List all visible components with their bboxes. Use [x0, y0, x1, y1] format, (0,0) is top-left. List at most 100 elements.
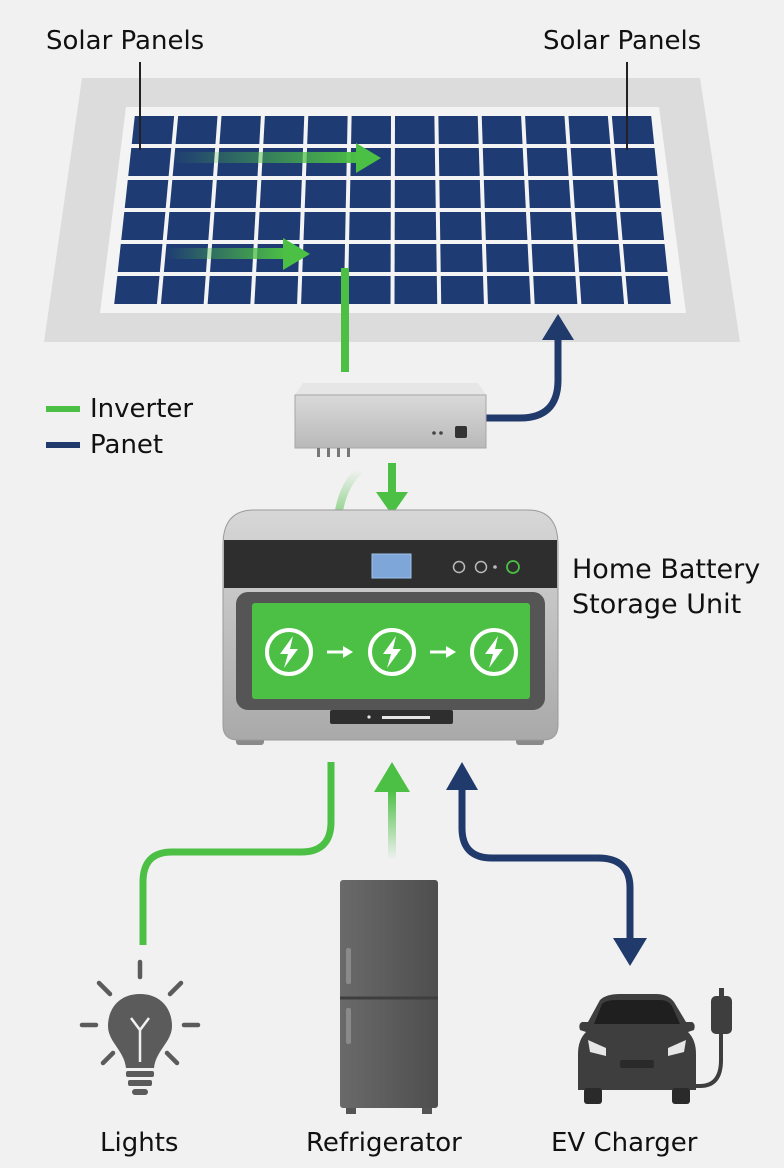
- battery-knob-1: [452, 560, 466, 574]
- solar-cell: [257, 212, 301, 240]
- solar-cell: [617, 180, 661, 208]
- battery-unit: [222, 509, 559, 745]
- solar-cell: [439, 180, 481, 208]
- refrigerator-icon: [340, 880, 438, 1114]
- legend-label-panet: Panet: [90, 430, 164, 460]
- fridge-lower-handle: [346, 1008, 351, 1044]
- solar-cell: [525, 116, 567, 144]
- solar-cell: [438, 116, 479, 144]
- solar-cell: [439, 212, 482, 240]
- solar-cell: [169, 180, 213, 208]
- solar-cell: [482, 148, 525, 176]
- panel-flow-arrow-top: [170, 143, 381, 173]
- solar-cell: [481, 116, 523, 144]
- flow-arrow-icon: [430, 646, 456, 658]
- solar-cell: [349, 212, 391, 240]
- solar-cell: [572, 180, 616, 208]
- solar-cell: [214, 180, 258, 208]
- battery-label-line1: Home Battery: [572, 554, 761, 585]
- solar-cell: [440, 276, 484, 304]
- battery-to-ev-arrowhead: [613, 938, 647, 966]
- solar-cell: [263, 116, 305, 144]
- solar-panel: [44, 78, 740, 342]
- solar-cell: [175, 116, 218, 144]
- inverter-to-panel-line: [486, 335, 562, 422]
- solar-cell: [611, 116, 655, 144]
- solar-cell: [219, 116, 261, 144]
- fridge-to-battery-arrowhead: [374, 762, 410, 792]
- inverter-to-battery-arrowhead-right: [376, 492, 408, 515]
- solar-cell: [531, 244, 576, 272]
- solar-cell: [254, 276, 299, 304]
- solar-cell: [301, 276, 345, 304]
- solar-cell: [394, 180, 436, 208]
- solar-cell: [577, 244, 622, 272]
- solar-cell: [259, 180, 302, 208]
- solar-cell: [394, 116, 435, 144]
- inverter-button-icon: [455, 426, 467, 438]
- solar-cell: [622, 244, 668, 272]
- solar-cell: [526, 148, 569, 176]
- lightning-bolt-icon: [265, 628, 313, 676]
- panel-to-inverter-line: [341, 268, 349, 372]
- solar-cell: [166, 212, 211, 240]
- solar-cell: [347, 276, 391, 304]
- solar-cell: [533, 276, 578, 304]
- inverter-to-battery-line: [388, 463, 396, 493]
- ev-to-battery-arrowhead: [446, 762, 478, 790]
- battery-display: [371, 553, 412, 579]
- solar-cell: [483, 180, 526, 208]
- solar-cell: [351, 116, 391, 144]
- legend-swatch-navy: [46, 442, 80, 448]
- solar-cell: [207, 276, 252, 304]
- refrigerator-label: Refrigerator: [306, 1128, 462, 1158]
- lights-label: Lights: [100, 1128, 179, 1158]
- solar-cell: [529, 212, 573, 240]
- solar-cell: [349, 180, 391, 208]
- panel-flow-arrow-bottom: [165, 238, 310, 270]
- solar-cell: [124, 180, 169, 208]
- legend-label-inverter: Inverter: [90, 394, 194, 424]
- solar-panels-label-right: Solar Panels: [543, 26, 702, 56]
- fridge-upper-handle: [346, 948, 351, 984]
- lightning-bolt-icon: [368, 628, 416, 676]
- light-bulb-icon: [79, 959, 201, 1095]
- solar-panels-label-left: Solar Panels: [46, 26, 205, 56]
- solar-cell: [570, 148, 614, 176]
- inverter-to-panel-arrowhead: [542, 314, 574, 340]
- solar-cell: [114, 276, 160, 304]
- ev-charger-label: EV Charger: [551, 1128, 698, 1158]
- solar-cell: [625, 276, 671, 304]
- solar-cell: [394, 148, 436, 176]
- ev-plug-icon: [690, 988, 732, 1088]
- battery-knob-2: [474, 560, 488, 574]
- solar-cell: [117, 244, 163, 272]
- legend-item-inverter: Inverter: [46, 394, 193, 424]
- solar-cell: [160, 276, 206, 304]
- solar-cell: [307, 116, 348, 144]
- solar-cell: [304, 180, 347, 208]
- solar-cell: [131, 116, 175, 144]
- legend-swatch-green: [46, 406, 80, 412]
- inverter-box: [294, 383, 487, 457]
- solar-cell: [620, 212, 665, 240]
- solar-panel-cells: [114, 116, 671, 304]
- solar-cell: [394, 276, 438, 304]
- fridge-to-battery-line: [388, 790, 396, 860]
- solar-cell: [575, 212, 619, 240]
- battery-label-line2: Storage Unit: [572, 589, 742, 620]
- battery-power-indicator: [506, 560, 520, 574]
- car-icon: [578, 994, 696, 1104]
- solar-cell: [394, 212, 437, 240]
- battery-label: Home Battery Storage Unit: [572, 552, 760, 622]
- solar-cell: [128, 148, 172, 176]
- solar-cell: [568, 116, 611, 144]
- battery-to-lights-line: [139, 762, 335, 945]
- flow-arrow-icon: [327, 646, 353, 658]
- solar-cell: [487, 276, 531, 304]
- solar-cell: [348, 244, 391, 272]
- solar-cell: [614, 148, 658, 176]
- solar-cell: [579, 276, 625, 304]
- lightning-bolt-icon: [470, 628, 518, 676]
